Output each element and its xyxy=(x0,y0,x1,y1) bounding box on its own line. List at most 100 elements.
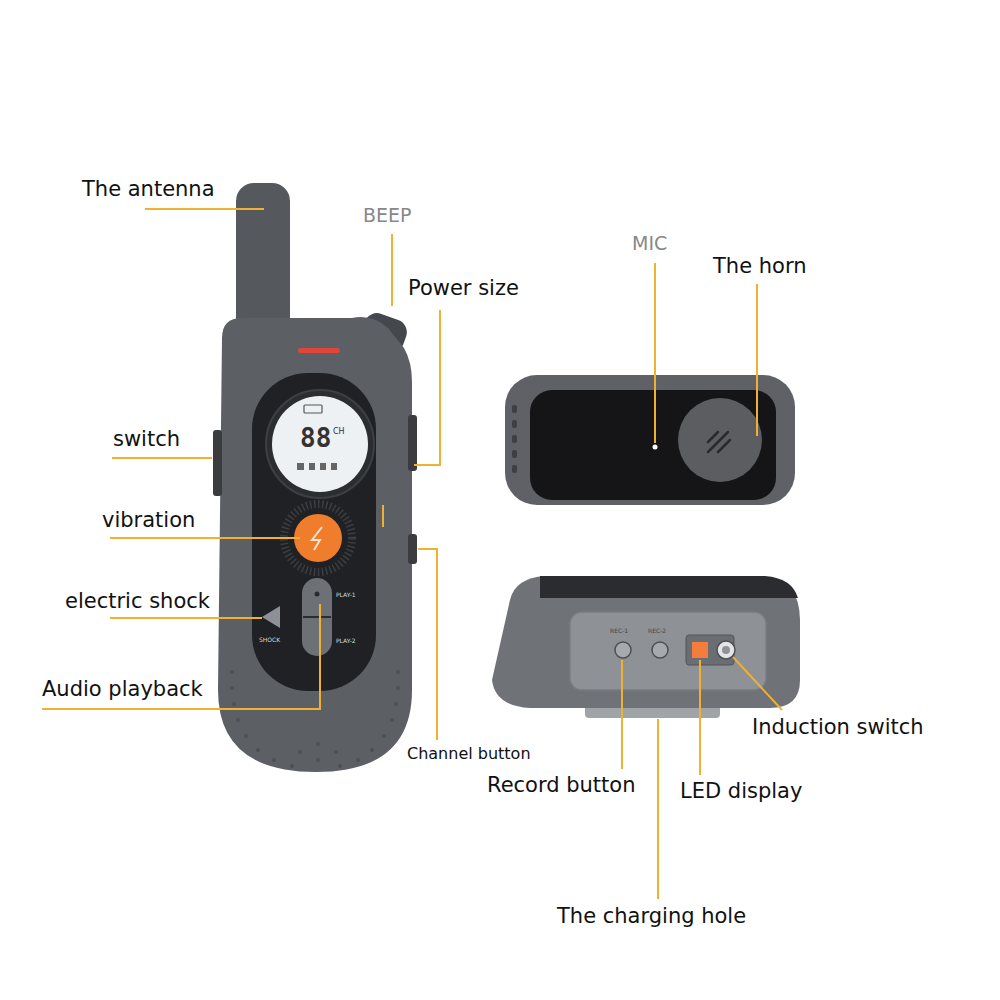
grip-dots xyxy=(316,758,320,762)
receiver-grille xyxy=(512,435,517,443)
part-label: Audio playback xyxy=(42,678,203,701)
grip-dots xyxy=(316,742,320,746)
leader-line xyxy=(391,234,393,306)
playback-button xyxy=(302,578,332,656)
grip-dots xyxy=(356,758,360,762)
shock-button xyxy=(262,606,280,628)
vibration-icon xyxy=(312,527,322,550)
part-label: BEEP xyxy=(363,205,412,226)
receiver-top-edge xyxy=(540,576,798,598)
front-panel xyxy=(252,373,376,691)
leader-line xyxy=(110,537,300,539)
receiver-grille xyxy=(512,420,517,428)
receiver-grille xyxy=(512,465,517,473)
grip-dots xyxy=(230,670,234,674)
button-label: PLAY-1 xyxy=(336,592,356,599)
vibration-button xyxy=(294,514,342,562)
receiver-grille xyxy=(512,450,517,458)
part-label: switch xyxy=(113,428,180,451)
leader-line xyxy=(699,660,701,775)
part-label: MIC xyxy=(632,233,667,254)
part-label: vibration xyxy=(102,509,195,532)
grip-dots xyxy=(394,702,398,706)
part-label: The antenna xyxy=(82,178,215,201)
red-indicator xyxy=(298,348,340,353)
leader-line xyxy=(145,208,264,210)
record-button-2 xyxy=(652,642,668,658)
part-label: The charging hole xyxy=(557,905,746,928)
lcd-icons xyxy=(297,463,304,470)
lcd-label: CH xyxy=(333,428,345,437)
grip-dots xyxy=(298,750,302,754)
lcd-icons xyxy=(331,463,337,470)
part-label: Power size xyxy=(408,277,519,300)
leader-line xyxy=(42,604,320,709)
horn-speaker xyxy=(678,398,762,482)
lcd-bezel xyxy=(266,390,374,498)
grip-dots xyxy=(232,702,236,706)
leader-line xyxy=(110,617,262,619)
led-frame xyxy=(686,635,734,665)
mic-hole xyxy=(653,445,658,450)
lcd-icons xyxy=(309,463,315,470)
bottom-panel xyxy=(570,612,766,690)
grip-dots xyxy=(244,734,248,738)
part-label: electric shock xyxy=(65,590,210,613)
leader-line xyxy=(756,284,758,436)
grip-dots xyxy=(370,748,374,752)
part-label: Record button xyxy=(487,774,636,797)
receiver-bottom-view xyxy=(492,576,800,718)
leader-line xyxy=(621,660,623,769)
leader-line xyxy=(414,310,440,465)
leader-lines xyxy=(42,209,782,899)
lcd-icons xyxy=(320,463,326,470)
grip-dots xyxy=(382,734,386,738)
led-light xyxy=(692,642,708,658)
lcd-screen xyxy=(272,396,368,492)
horn-slots xyxy=(708,432,718,442)
receiver-grille xyxy=(512,405,517,473)
part-label: The horn xyxy=(713,255,806,278)
grip-dots xyxy=(272,758,276,762)
leader-line xyxy=(654,263,656,443)
leader-line xyxy=(733,657,782,710)
button-label: REC-2 xyxy=(648,628,666,635)
grip-dots xyxy=(396,670,400,674)
receiver-body xyxy=(492,576,800,708)
playback-divider xyxy=(303,616,331,618)
playback-dot xyxy=(315,592,320,597)
channel-side-button xyxy=(408,534,417,564)
receiver-top-view xyxy=(505,375,795,505)
lcd-digits: 88 xyxy=(300,424,331,453)
grip-dots xyxy=(334,750,338,754)
power-button xyxy=(408,415,417,471)
grip-dots xyxy=(236,718,240,722)
grip-dots xyxy=(256,748,260,752)
remote-transmitter xyxy=(213,183,417,772)
leader-line xyxy=(418,549,437,740)
induction-switch-core xyxy=(722,646,730,654)
button-label: SHOCK xyxy=(259,637,280,644)
lcd-icons xyxy=(297,463,337,470)
grip-dots xyxy=(230,670,400,768)
grip-dots xyxy=(338,764,342,768)
horn-slots xyxy=(708,432,730,452)
receiver-grille xyxy=(512,405,517,413)
grip-dots xyxy=(230,686,234,690)
part-label: LED display xyxy=(680,780,802,803)
receiver-panel xyxy=(530,390,776,500)
battery-icon xyxy=(304,405,322,413)
left-switch xyxy=(213,430,222,496)
leader-line xyxy=(657,719,659,899)
grip-dots xyxy=(390,718,394,722)
button-label: REC-1 xyxy=(610,628,628,635)
receiver-body xyxy=(505,375,795,505)
remote-body xyxy=(218,317,412,772)
horn-slots xyxy=(718,440,730,452)
grip-dots xyxy=(290,764,294,768)
part-label: Induction switch xyxy=(752,716,924,739)
leader-line xyxy=(382,505,384,527)
part-label: Channel button xyxy=(407,745,531,763)
